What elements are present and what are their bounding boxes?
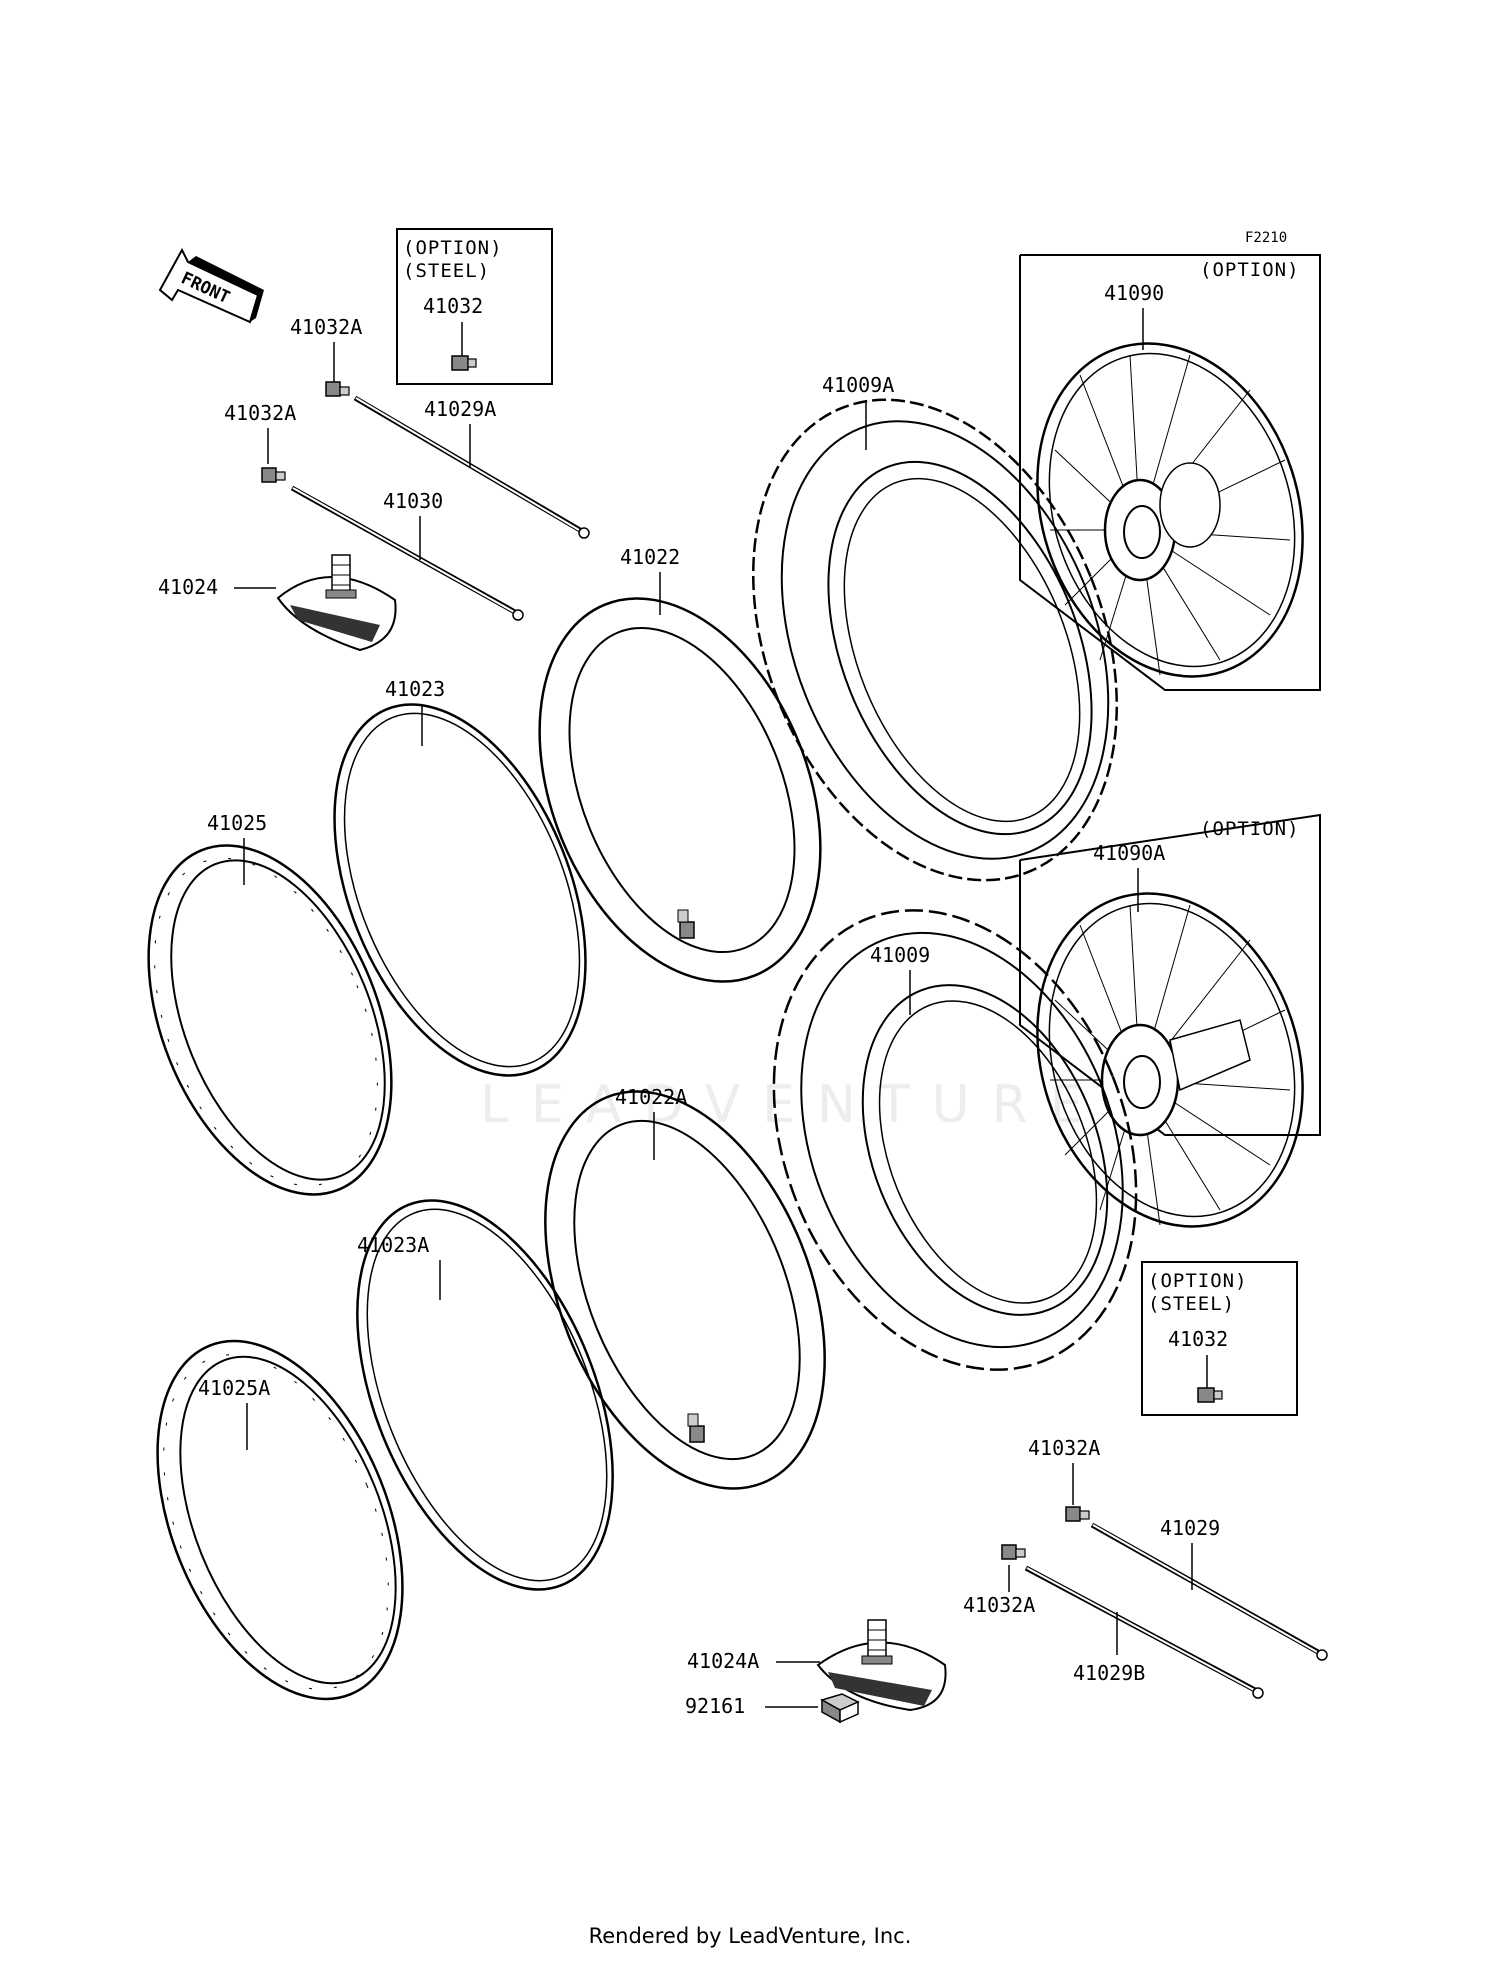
spoke-41029A [353, 395, 590, 539]
footer-credit: Rendered by LeadVenture, Inc. [588, 1924, 912, 1948]
spoke-41029 [1090, 1522, 1328, 1661]
part-label-41029A: 41029A [424, 397, 496, 421]
part-label-41022A: 41022A [615, 1085, 687, 1109]
option-label: (OPTION) [1148, 1270, 1248, 1292]
part-label-41032-bottom: 41032 [1168, 1327, 1228, 1351]
part-label-92161: 92161 [685, 1694, 745, 1718]
option-label: (OPTION) [403, 237, 503, 259]
tube-41022A [544, 1090, 826, 1490]
wheel-41090A [1036, 892, 1304, 1228]
option-box-wheel-top: (OPTION) 41090 [1019, 254, 1321, 691]
spoke-41030 [290, 485, 524, 621]
part-label-41090A: 41090A [1093, 841, 1165, 865]
rim-41025A [156, 1339, 404, 1701]
nipple-41032-bottom [1197, 1387, 1223, 1403]
tire-41009A [751, 398, 1119, 882]
option-label: (OPTION) [1200, 818, 1300, 840]
part-label-41024A: 41024A [687, 1649, 759, 1673]
watermark: LEADVENTURE [480, 1075, 1105, 1135]
rim-tape-41023A [356, 1199, 614, 1591]
part-label-41024: 41024 [158, 575, 218, 599]
steel-label: (STEEL) [1148, 1293, 1235, 1315]
option-box-steel-bottom: (OPTION) (STEEL) 41032 [1141, 1261, 1298, 1416]
part-label-41029B: 41029B [1073, 1661, 1145, 1685]
part-label-41030: 41030 [383, 489, 443, 513]
nipple-41032A-3 [1065, 1506, 1090, 1522]
wheel-41090 [1036, 342, 1304, 678]
rim-41025 [147, 844, 393, 1196]
part-label-41009: 41009 [870, 943, 930, 967]
block-92161 [820, 1693, 860, 1724]
option-label: (OPTION) [1200, 259, 1300, 281]
part-label-41023: 41023 [385, 677, 445, 701]
nipple-41032A-4 [1001, 1544, 1026, 1560]
front-arrow-icon: FRONT [158, 247, 264, 324]
part-label-41025: 41025 [207, 811, 267, 835]
steel-label: (STEEL) [403, 260, 490, 282]
part-label-41032A-3: 41032A [1028, 1436, 1100, 1460]
nipple-41032A-2 [261, 467, 286, 483]
rim-lock-41024A [816, 1619, 947, 1712]
part-label-41023A: 41023A [357, 1233, 429, 1257]
part-label-41029: 41029 [1160, 1516, 1220, 1540]
tube-41022 [538, 597, 822, 983]
rim-lock-41024 [276, 554, 397, 652]
diagram-code: F2210 [1245, 230, 1287, 246]
rim-tape-41023 [333, 703, 587, 1077]
spoke-41029B [1024, 1565, 1264, 1699]
part-label-41032A-1: 41032A [290, 315, 362, 339]
option-box-wheel-bottom: (OPTION) 41090A [1019, 813, 1321, 1228]
nipple-41032-top [451, 355, 477, 371]
option-box-steel-top: (OPTION) (STEEL) 41032 [396, 228, 553, 385]
nipple-41032A-1 [325, 381, 350, 397]
part-label-41032A-4: 41032A [963, 1593, 1035, 1617]
tire-41009 [772, 909, 1138, 1371]
part-label-41022: 41022 [620, 545, 680, 569]
part-label-41090: 41090 [1104, 281, 1164, 305]
part-label-41009A: 41009A [822, 373, 894, 397]
part-label-41032-top: 41032 [423, 294, 483, 318]
part-label-41032A-2: 41032A [224, 401, 296, 425]
part-label-41025A: 41025A [198, 1376, 270, 1400]
